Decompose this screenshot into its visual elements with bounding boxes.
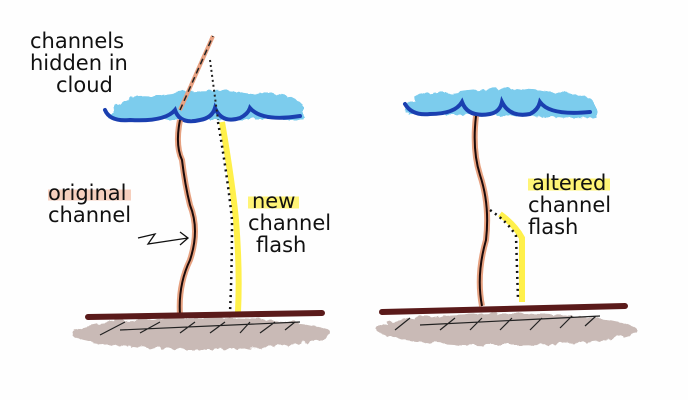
altered-label-line: channel xyxy=(528,193,612,217)
altered-channel-glow xyxy=(498,211,525,302)
cloud-label-line: cloud xyxy=(56,73,113,97)
original-channel xyxy=(176,119,196,316)
original-channel-glow xyxy=(471,115,491,307)
cloud-base-outline xyxy=(403,95,592,117)
ground-line xyxy=(379,303,628,315)
cloud xyxy=(108,88,302,118)
cloud-label-line: hidden in xyxy=(30,51,128,75)
original-channel xyxy=(473,115,489,307)
ground-line xyxy=(85,310,325,320)
new-label-line: flash xyxy=(256,233,307,257)
new-label-line: channel xyxy=(248,211,332,235)
new-channel-glow xyxy=(219,121,242,313)
ground-shading xyxy=(375,312,635,344)
new-label-line: new xyxy=(248,190,300,212)
altered-label-line: altered xyxy=(528,172,611,194)
ground-hatch xyxy=(394,315,601,331)
hidden-channel-dashed xyxy=(179,35,214,111)
ground-hatch xyxy=(99,321,301,336)
ground-shading xyxy=(70,316,330,348)
altered-channel-dotted xyxy=(489,208,520,301)
hidden-new-channel-dotted xyxy=(209,59,219,121)
original-label-line: channel xyxy=(48,203,132,227)
original-label-line: original xyxy=(48,182,132,204)
original-channel-glow xyxy=(174,119,198,316)
arrow xyxy=(137,231,190,246)
left-panel xyxy=(70,35,330,348)
altered-label-line: flash xyxy=(528,215,579,239)
cloud-base-outline xyxy=(103,102,302,124)
right-panel xyxy=(375,87,635,344)
cloud-label-line: channels xyxy=(30,29,125,53)
